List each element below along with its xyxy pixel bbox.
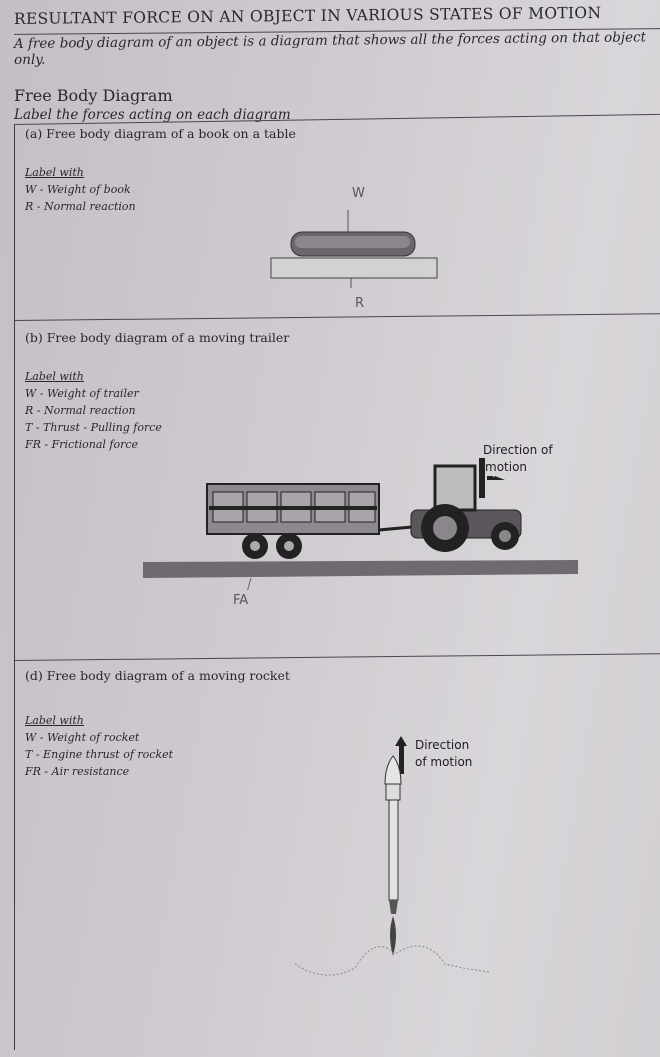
section-rocket: (d) Free body diagram of a moving rocket… xyxy=(14,660,660,1050)
page-subtitle: A free body diagram of an object is a di… xyxy=(13,29,647,68)
label-item: FR - Frictional force xyxy=(25,438,139,451)
label-item: W - Weight of rocket xyxy=(25,731,140,744)
handwritten-r: R xyxy=(355,296,365,311)
label-item: R - Normal reaction xyxy=(25,200,136,213)
label-heading: Label with xyxy=(25,370,84,383)
label-item: FR - Air resistance xyxy=(25,765,130,778)
direction-label: Direction xyxy=(415,738,470,752)
handwritten-w: W xyxy=(352,186,365,201)
label-item: T - Thrust - Pulling force xyxy=(25,421,162,434)
tractor-trailer-illustration xyxy=(143,458,578,590)
direction-label: motion xyxy=(485,460,528,474)
direction-label: of motion xyxy=(415,755,473,769)
handwritten-fa: FA xyxy=(233,593,249,608)
arrow-up-icon xyxy=(395,736,407,774)
page-title: RESULTANT FORCE ON AN OBJECT IN VARIOUS … xyxy=(13,3,602,28)
section-title: (b) Free body diagram of a moving traile… xyxy=(25,330,290,345)
label-heading: Label with xyxy=(25,714,84,727)
section-heading: Free Body Diagram xyxy=(14,86,173,105)
section-title: (d) Free body diagram of a moving rocket xyxy=(25,668,290,683)
label-item: W - Weight of book xyxy=(25,183,131,196)
label-item: R - Normal reaction xyxy=(25,404,136,417)
section-book: (a) Free body diagram of a book on a tab… xyxy=(14,124,660,320)
instruction: Label the forces acting on each diagram xyxy=(14,107,291,123)
section-trailer: (b) Free body diagram of a moving traile… xyxy=(14,320,660,660)
rocket-illustration xyxy=(294,736,491,976)
direction-label: Direction of xyxy=(483,443,553,457)
label-item: T - Engine thrust of rocket xyxy=(25,748,174,761)
label-heading: Label with xyxy=(25,166,84,179)
book-on-table-illustration xyxy=(270,210,438,288)
label-item: W - Weight of trailer xyxy=(25,387,139,400)
section-title: (a) Free body diagram of a book on a tab… xyxy=(25,126,296,141)
